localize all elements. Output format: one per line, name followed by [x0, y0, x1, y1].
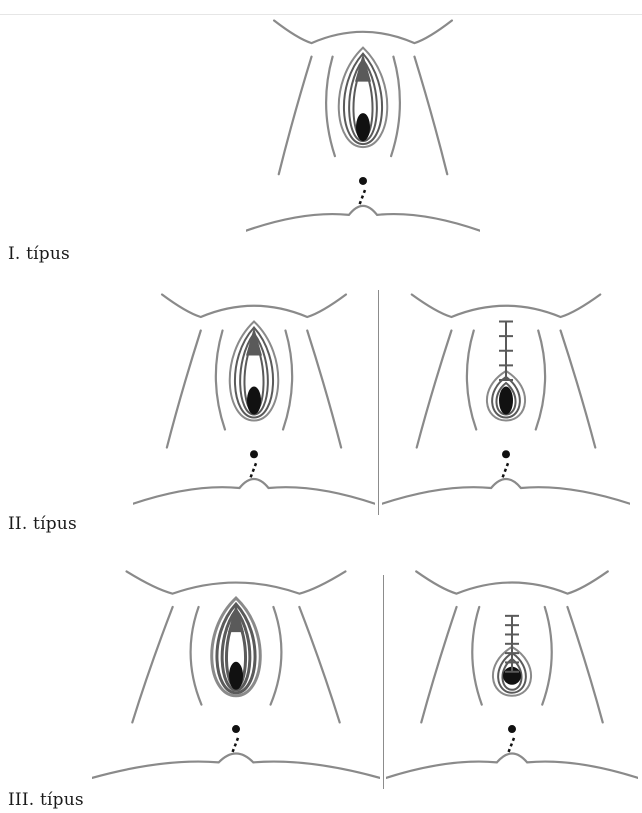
divider-type3 [383, 575, 384, 789]
buttock-curve [246, 206, 480, 231]
cleft-line [359, 190, 365, 206]
divider-type2 [378, 290, 379, 515]
left-thigh-line [417, 331, 452, 448]
right-thigh-line [299, 607, 339, 722]
anus-mark [502, 450, 510, 458]
right-inner-line [536, 331, 545, 430]
label-type1: I. típus [8, 244, 70, 264]
left-thigh-line [132, 607, 172, 722]
cleft-line [232, 738, 238, 754]
right-inner-line [391, 57, 400, 156]
figure-type2-left-svg [133, 290, 375, 515]
figure-type3-right [386, 567, 638, 789]
right-thigh-line [307, 331, 341, 448]
cleft-line [502, 463, 508, 479]
right-thigh-line [567, 607, 602, 722]
figure-type2-right [382, 290, 630, 515]
opening-mark [499, 387, 513, 415]
figure-type3-left [92, 567, 380, 789]
label-type2: II. típus [8, 514, 77, 534]
right-thigh-line [414, 57, 447, 175]
hip-curve [162, 295, 346, 318]
hip-curve [416, 571, 608, 593]
buttock-curve [92, 753, 380, 777]
hip-curve [274, 21, 452, 44]
anus-mark [232, 725, 240, 733]
left-inner-line [191, 607, 202, 705]
figure-type1 [246, 16, 480, 242]
right-thigh-line [561, 331, 596, 448]
figure-type2-right-svg [382, 290, 630, 515]
anus-mark [508, 725, 516, 733]
figure-type1-svg [246, 16, 480, 242]
left-inner-line [326, 57, 335, 156]
anus-mark [250, 450, 258, 458]
right-inner-line [542, 607, 551, 705]
left-inner-line [216, 331, 225, 430]
left-inner-line [467, 331, 476, 430]
buttock-curve [386, 753, 638, 777]
left-thigh-line [167, 331, 201, 448]
anus-mark [359, 177, 367, 185]
hip-curve [412, 295, 600, 318]
label-type3: III. típus [8, 790, 84, 810]
opening-mark [247, 387, 261, 415]
opening-mark [229, 662, 243, 690]
opening-mark [356, 113, 370, 141]
left-thigh-line [421, 607, 456, 722]
figure-type3-right-svg [386, 567, 638, 789]
right-inner-line [271, 607, 282, 705]
buttock-curve [382, 479, 630, 504]
buttock-curve [133, 479, 375, 504]
left-inner-line [472, 607, 481, 705]
figure-type3-left-svg [92, 567, 380, 789]
cleft-line [508, 738, 514, 754]
right-inner-line [283, 331, 292, 430]
top-divider [0, 14, 642, 15]
cleft-line [250, 463, 256, 479]
hip-curve [127, 571, 346, 593]
figure-type2-left [133, 290, 375, 515]
left-thigh-line [279, 57, 312, 175]
